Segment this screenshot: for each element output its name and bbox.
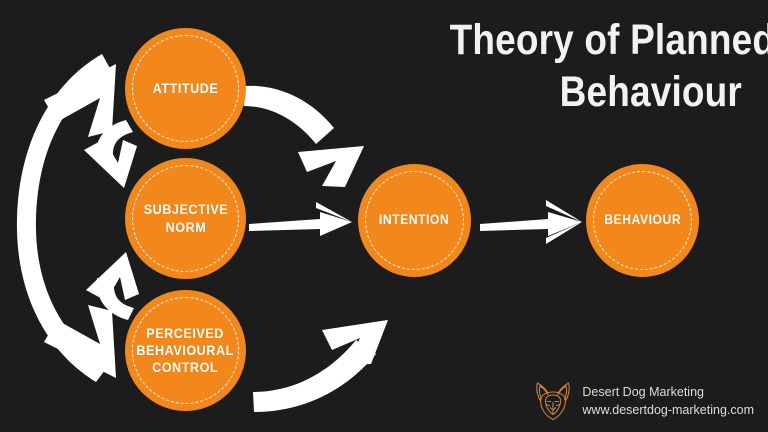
node-perceived-behavioural-control[interactable]: PERCEIVED BEHAVIOURAL CONTROL bbox=[125, 290, 246, 411]
arrow-perceived-intention bbox=[253, 320, 388, 412]
brand-name: Desert Dog Marketing bbox=[582, 384, 704, 399]
node-intention[interactable]: INTENTION bbox=[358, 164, 471, 277]
brand-website: www.desertdog-marketing.com bbox=[582, 403, 754, 417]
arrow-attitude-intention bbox=[244, 85, 364, 187]
arrow-attitude-perceived-double bbox=[16, 54, 116, 382]
arrow-attitude-subjective bbox=[84, 120, 137, 188]
arrow-subjective-intention bbox=[249, 202, 352, 236]
arrow-perceived-subjective bbox=[86, 252, 139, 320]
node-subjective-norm[interactable]: SUBJECTIVE NORM bbox=[125, 158, 246, 279]
dog-head-icon bbox=[536, 382, 571, 421]
arrow-intention-behaviour bbox=[480, 200, 582, 244]
title-line-2: Behaviour bbox=[559, 68, 742, 117]
node-intention-label: INTENTION bbox=[379, 212, 450, 228]
page-title: Theory of Planned Behaviour bbox=[449, 14, 768, 119]
title-line-1: Theory of Planned bbox=[449, 16, 768, 64]
brand-footer: Desert Dog Marketing www.desertdog-marke… bbox=[533, 380, 754, 422]
brand-text: Desert Dog Marketing www.desertdog-marke… bbox=[582, 383, 754, 419]
node-attitude-label: ATTITUDE bbox=[152, 79, 219, 96]
node-attitude[interactable]: ATTITUDE bbox=[125, 28, 246, 149]
node-behaviour[interactable]: BEHAVIOUR bbox=[586, 164, 699, 277]
node-subjective-norm-label: SUBJECTIVE NORM bbox=[143, 201, 228, 235]
node-perceived-behavioural-control-label: PERCEIVED BEHAVIOURAL CONTROL bbox=[136, 324, 235, 376]
node-behaviour-label: BEHAVIOUR bbox=[604, 212, 681, 228]
